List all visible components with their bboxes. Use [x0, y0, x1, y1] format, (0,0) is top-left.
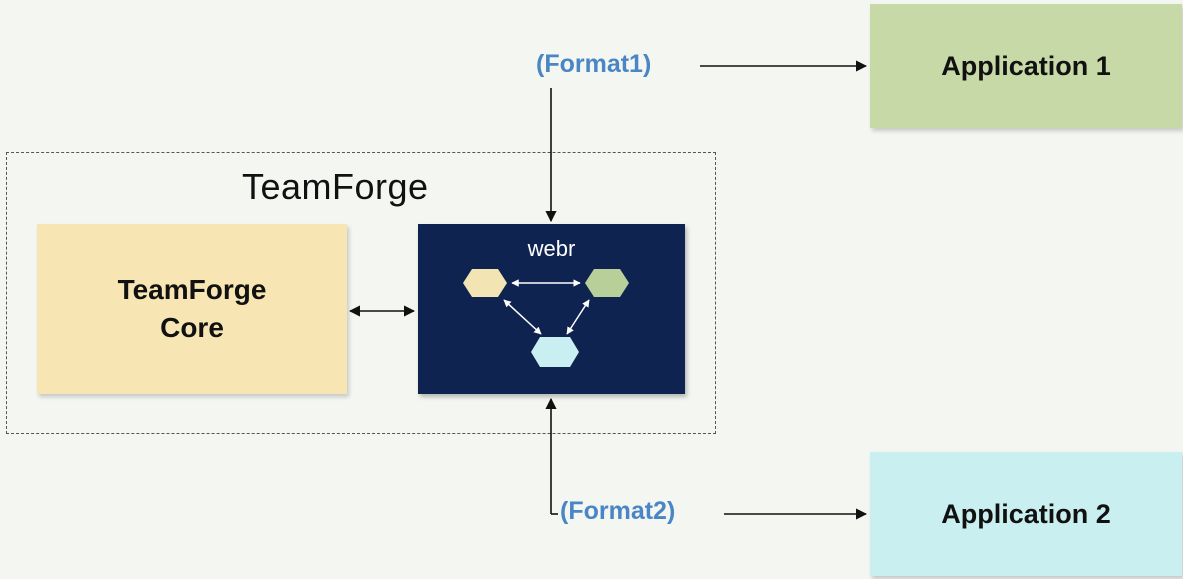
teamforge-core-box: TeamForge Core [37, 224, 347, 394]
webr-label: webr [527, 236, 576, 261]
format1-label: (Format1) [536, 50, 652, 78]
webr-arrow-yellow-cyan [503, 299, 542, 335]
application-2-label: Application 2 [941, 498, 1111, 529]
application-1-label: Application 1 [941, 50, 1111, 81]
teamforge-title: TeamForge [242, 166, 429, 207]
application-2-box: Application 2 [870, 452, 1182, 576]
application-1-box: Application 1 [870, 4, 1182, 128]
core-label-line1: TeamForge [117, 274, 267, 305]
webr-hexagon-cyan [531, 337, 579, 367]
webr-arrow-green-cyan [566, 299, 590, 335]
teamforge-container [6, 152, 716, 434]
format2-label: (Format2) [560, 497, 676, 525]
core-label-line2: Core [160, 312, 224, 343]
webr-hexagon-yellow [463, 269, 507, 297]
webr-hexagon-green [585, 269, 629, 297]
